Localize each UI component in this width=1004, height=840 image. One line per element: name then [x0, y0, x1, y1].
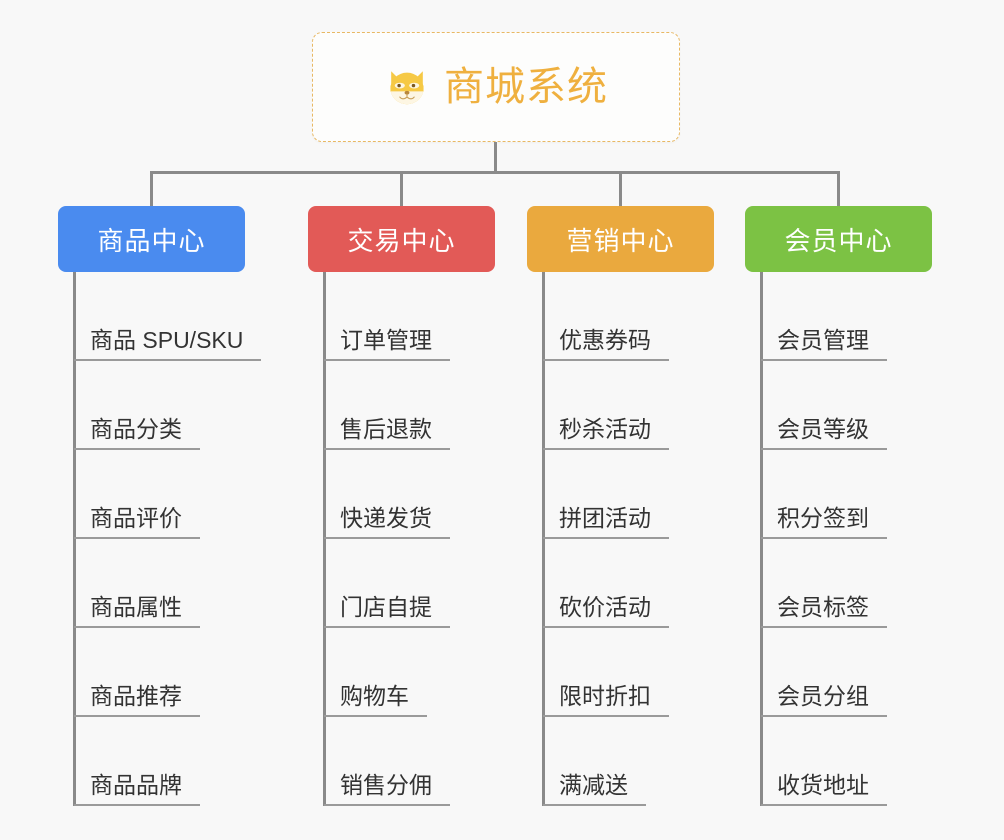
list-item[interactable]: 拼团活动	[527, 450, 669, 539]
connector-drop-trade	[400, 171, 403, 208]
leaf-list-trade: 订单管理 售后退款 快递发货 门店自提 购物车 销售分佣	[308, 272, 450, 806]
list-item[interactable]: 砍价活动	[527, 539, 669, 628]
list-item[interactable]: 门店自提	[308, 539, 450, 628]
leaf-label: 商品品牌	[74, 774, 200, 806]
list-item[interactable]: 商品评价	[58, 450, 261, 539]
leaf-label: 会员管理	[761, 329, 887, 361]
list-item[interactable]: 收货地址	[745, 717, 887, 806]
list-item[interactable]: 秒杀活动	[527, 361, 669, 450]
leaf-label: 商品属性	[74, 596, 200, 628]
branch-trunk-product	[73, 272, 76, 806]
root-node[interactable]: 商城系统	[312, 32, 680, 142]
leaf-label: 商品推荐	[74, 685, 200, 717]
leaf-label: 砍价活动	[543, 596, 669, 628]
leaf-label: 秒杀活动	[543, 418, 669, 450]
root-title: 商城系统	[444, 65, 608, 109]
list-item[interactable]: 商品属性	[58, 539, 261, 628]
leaf-label: 拼团活动	[543, 507, 669, 539]
leaf-label: 会员标签	[761, 596, 887, 628]
leaf-label: 会员等级	[761, 418, 887, 450]
leaf-label: 积分签到	[761, 507, 887, 539]
leaf-label: 门店自提	[324, 596, 450, 628]
list-item[interactable]: 积分签到	[745, 450, 887, 539]
list-item[interactable]: 商品分类	[58, 361, 261, 450]
leaf-label: 限时折扣	[543, 685, 669, 717]
leaf-label: 快递发货	[324, 507, 450, 539]
connector-horizontal-bar	[150, 171, 840, 174]
connector-drop-product	[150, 171, 153, 208]
leaf-label: 商品 SPU/SKU	[74, 329, 262, 361]
list-item[interactable]: 满减送	[527, 717, 669, 806]
list-item[interactable]: 会员分组	[745, 628, 887, 717]
leaf-list-member: 会员管理 会员等级 积分签到 会员标签 会员分组 收货地址	[745, 272, 887, 806]
list-item[interactable]: 购物车	[308, 628, 450, 717]
leaf-label: 购物车	[324, 685, 427, 717]
leaf-label: 优惠券码	[543, 329, 669, 361]
branch-header-marketing[interactable]: 营销中心	[527, 206, 714, 272]
leaf-label: 会员分组	[761, 685, 887, 717]
leaf-label: 商品评价	[74, 507, 200, 539]
connector-drop-marketing	[619, 171, 622, 208]
list-item[interactable]: 销售分佣	[308, 717, 450, 806]
list-item[interactable]: 商品品牌	[58, 717, 261, 806]
leaf-label: 商品分类	[74, 418, 200, 450]
list-item[interactable]: 快递发货	[308, 450, 450, 539]
leaf-label: 售后退款	[324, 418, 450, 450]
list-item[interactable]: 商品推荐	[58, 628, 261, 717]
connector-drop-member	[837, 171, 840, 208]
leaf-label: 销售分佣	[324, 774, 450, 806]
list-item[interactable]: 会员标签	[745, 539, 887, 628]
list-item[interactable]: 订单管理	[308, 272, 450, 361]
leaf-list-product: 商品 SPU/SKU 商品分类 商品评价 商品属性 商品推荐 商品品牌	[58, 272, 262, 806]
branch-label: 营销中心	[566, 225, 675, 256]
list-item[interactable]: 售后退款	[308, 361, 450, 450]
branch-label: 商品中心	[97, 225, 206, 256]
list-item[interactable]: 会员管理	[745, 272, 887, 361]
leaf-label: 订单管理	[324, 329, 450, 361]
list-item[interactable]: 限时折扣	[527, 628, 669, 717]
branch-header-product[interactable]: 商品中心	[58, 206, 245, 272]
leaf-label: 满减送	[543, 774, 646, 806]
leaf-label: 收货地址	[761, 774, 887, 806]
branch-label: 会员中心	[784, 225, 893, 256]
branch-trunk-member	[760, 272, 763, 806]
connector-root-stem	[494, 142, 497, 174]
branch-label: 交易中心	[347, 225, 456, 256]
leaf-list-marketing: 优惠券码 秒杀活动 拼团活动 砍价活动 限时折扣 满减送	[527, 272, 669, 806]
branch-header-trade[interactable]: 交易中心	[308, 206, 495, 272]
list-item[interactable]: 商品 SPU/SKU	[58, 272, 262, 361]
list-item[interactable]: 会员等级	[745, 361, 887, 450]
branch-trunk-trade	[323, 272, 326, 806]
list-item[interactable]: 优惠券码	[527, 272, 669, 361]
branch-header-member[interactable]: 会员中心	[745, 206, 932, 272]
shiba-dog-face-icon	[384, 64, 430, 110]
branch-trunk-marketing	[542, 272, 545, 806]
